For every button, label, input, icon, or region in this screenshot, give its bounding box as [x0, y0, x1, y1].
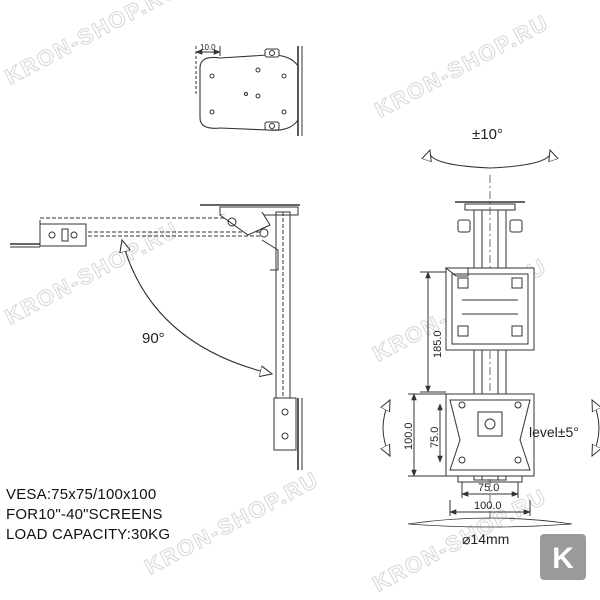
diameter-label: ⌀14mm [462, 531, 509, 547]
front-view: ±10° 185.0 [383, 126, 599, 547]
top-offset-label: 10.0 [200, 43, 216, 52]
swivel-angle-label: ±10° [472, 126, 503, 143]
vesa-outer-height-label: 100.0 [403, 422, 415, 450]
vesa-inner-width-label: 75.0 [478, 482, 499, 494]
shop-logo: K [540, 534, 586, 580]
spec-vesa: VESA:75x75/100x100 [6, 486, 157, 503]
vesa-outer-width-label: 100.0 [474, 500, 502, 512]
watermark-text: KRON-SHOP.RU [369, 483, 552, 596]
side-view: 90° [10, 204, 303, 470]
spec-screen-size: FOR10"-40"SCREENS [6, 506, 163, 523]
watermark-text: KRON-SHOP.RU [1, 0, 184, 89]
tilt-angle-label: 90° [142, 330, 165, 347]
spec-load-capacity: LOAD CAPACITY:30KG [6, 526, 171, 543]
vesa-inner-height-label: 75.0 [429, 427, 441, 448]
top-view: 10.0 [195, 43, 303, 136]
logo-letter: K [552, 542, 574, 575]
watermark-text: KRON-SHOP.RU [371, 9, 554, 122]
watermark-text: KRON-SHOP.RU [1, 216, 184, 329]
watermark-text: KRON-SHOP.RU [141, 466, 324, 579]
level-adjust-label: level±5° [529, 424, 579, 440]
height-dimension-label: 185.0 [432, 330, 444, 358]
